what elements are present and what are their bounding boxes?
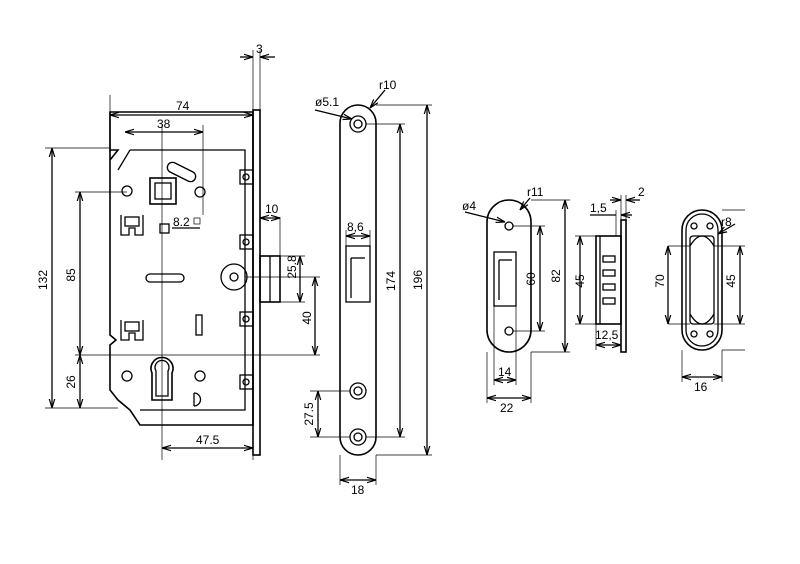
dim-width: 74 bbox=[176, 99, 190, 113]
dim-square: 8.2 bbox=[173, 215, 190, 229]
cover-window bbox=[689, 235, 715, 325]
dim-handle-cyl: 85 bbox=[64, 268, 78, 282]
faceplate-latch-slot bbox=[345, 245, 371, 303]
cover-outline bbox=[681, 209, 723, 351]
dim-strike-radius: r11 bbox=[527, 185, 544, 199]
follower-square bbox=[149, 177, 177, 205]
dim-length: 196 bbox=[411, 270, 425, 290]
dim-box-thickness: 2 bbox=[638, 185, 645, 199]
dim-strike-hole-d: ø4 bbox=[462, 199, 476, 213]
dim-strike-spacing: 60 bbox=[524, 272, 538, 286]
front-plate bbox=[252, 109, 261, 456]
dim-box-height: 45 bbox=[573, 274, 587, 288]
dim-cover-radius: r8 bbox=[721, 215, 732, 229]
cover-plate-view: r8 70 45 16 bbox=[653, 209, 745, 394]
strike-outline bbox=[486, 199, 532, 353]
dim-cover-width: 16 bbox=[694, 380, 708, 394]
dim-hole-spacing: 174 bbox=[384, 271, 398, 291]
dim-cyl-backset: 47.5 bbox=[196, 433, 220, 447]
latch-bar bbox=[145, 273, 185, 283]
dim-box-depth: 12,5 bbox=[595, 328, 619, 342]
strike-slot bbox=[493, 251, 517, 307]
dim-latch-h: 25.8 bbox=[285, 255, 299, 279]
faceplate-outline bbox=[339, 104, 377, 456]
dim-plate: 3 bbox=[256, 42, 263, 56]
dim-cyl-low: 26 bbox=[64, 375, 78, 389]
dim-height: 132 bbox=[36, 270, 50, 290]
dim-strike-width: 22 bbox=[500, 401, 514, 415]
dim-fp-width: 18 bbox=[351, 483, 365, 497]
strike-box-body bbox=[595, 235, 622, 325]
dim-latch-w: 8,6 bbox=[347, 220, 364, 234]
bracket-lower bbox=[120, 320, 144, 341]
dim-cover-height: 45 bbox=[724, 274, 738, 288]
strike-box-view: 2 1,5 45 12,5 bbox=[573, 185, 645, 353]
dim-backset: 38 bbox=[157, 117, 171, 131]
faceplate-view: ø5.1 r10 8,6 174 196 27.5 18 bbox=[302, 78, 432, 497]
lock-case bbox=[109, 111, 254, 426]
dim-cyl-latch: 40 bbox=[300, 311, 314, 325]
cylinder-hole bbox=[150, 356, 174, 401]
dim-latch-depth: 10 bbox=[265, 202, 279, 216]
strike-box-ribs bbox=[602, 255, 616, 305]
studs bbox=[239, 169, 254, 390]
dim-cover-length: 70 bbox=[653, 274, 667, 288]
dim-bottom-hole: 27.5 bbox=[302, 402, 316, 426]
dim-box-offset: 1,5 bbox=[590, 201, 607, 215]
dim-radius: r10 bbox=[379, 78, 397, 92]
dim-strike-inner: 14 bbox=[498, 365, 512, 379]
bracket-upper bbox=[120, 215, 144, 236]
dim-hole-d: ø5.1 bbox=[315, 95, 339, 109]
dim-strike-length: 82 bbox=[549, 269, 563, 283]
cam bbox=[220, 263, 248, 291]
strike-plate-view: ø4 r11 60 82 14 22 bbox=[462, 185, 570, 415]
slot bbox=[166, 161, 197, 183]
lock-body-view: 3 74 38 8.2 10 25.8 40 132 85 26 47.5 bbox=[36, 42, 320, 460]
